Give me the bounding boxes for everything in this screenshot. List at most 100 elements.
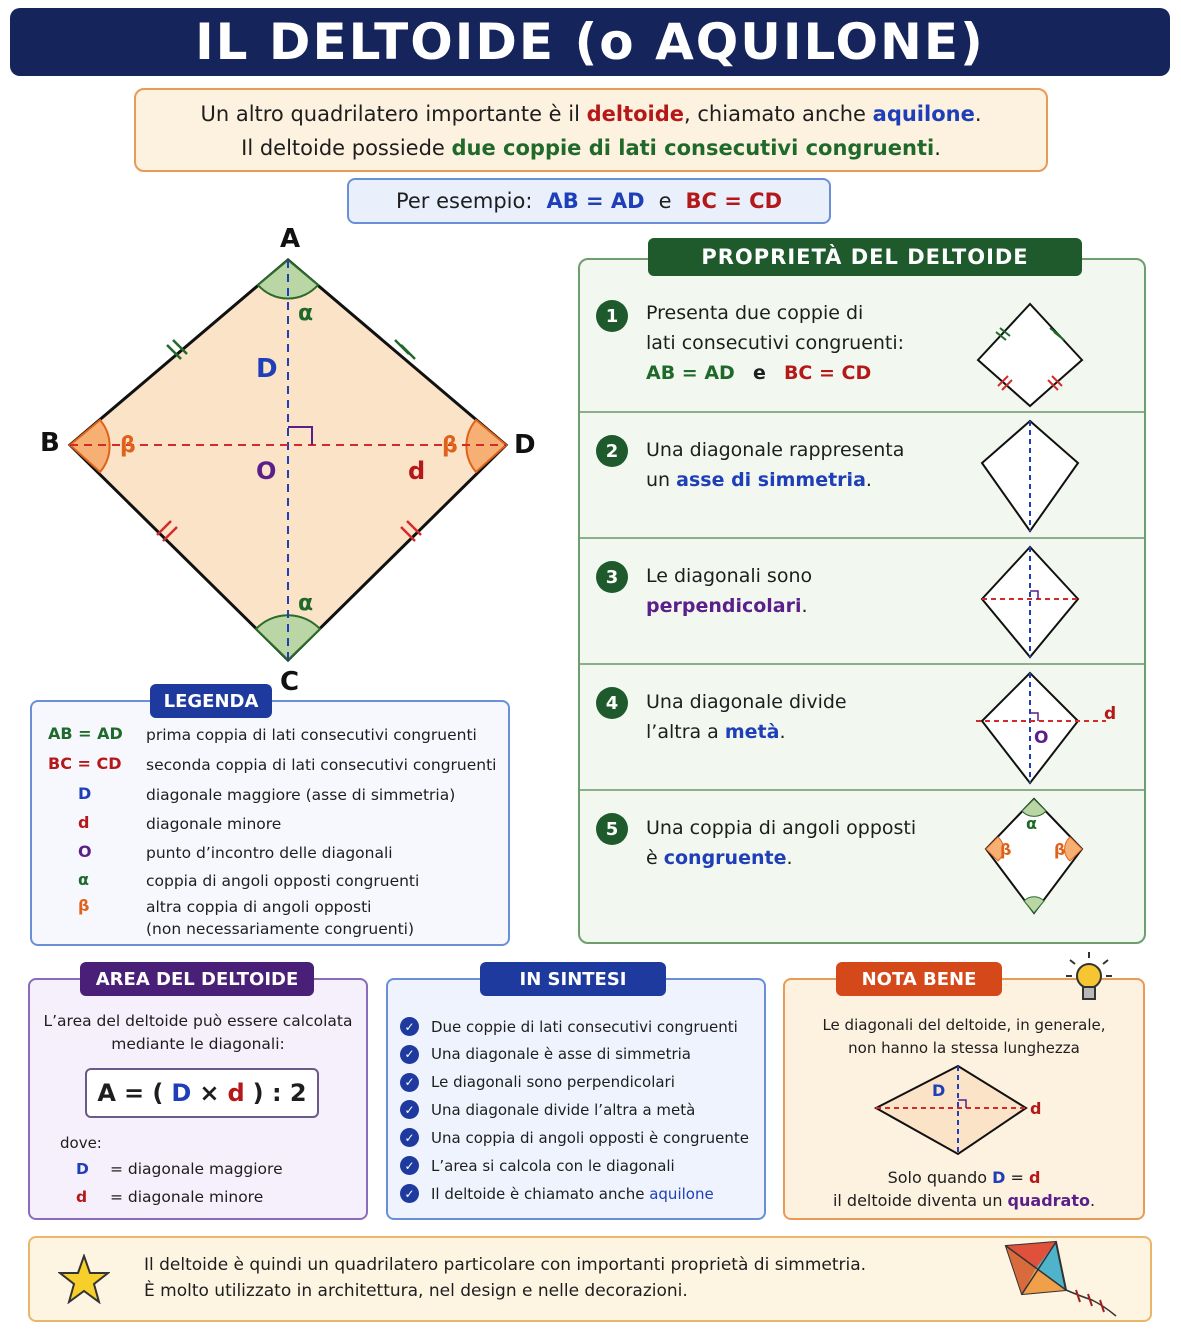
intro-aquilone: aquilone bbox=[872, 102, 975, 126]
property-highlight: perpendicolari bbox=[646, 595, 802, 617]
property-line: l’altra a metà. bbox=[646, 717, 847, 747]
note-figure-minor-label: d bbox=[1030, 1099, 1041, 1118]
legend-desc-line: diagonale minore bbox=[146, 815, 282, 833]
vertex-a-label: A bbox=[280, 225, 300, 254]
property-number: 3 bbox=[596, 561, 628, 593]
property-number: 2 bbox=[596, 435, 628, 467]
example-box: Per esempio: AB = AD e BC = CD bbox=[347, 178, 831, 224]
property-line: Presenta due coppie di bbox=[646, 302, 864, 324]
legend-box bbox=[30, 700, 510, 946]
legend-desc: altra coppia di angoli opposti(non neces… bbox=[146, 896, 414, 940]
area-formula: A = (D × d) : 2 bbox=[85, 1068, 319, 1118]
legend-desc-line: prima coppia di lati consecutivi congrue… bbox=[146, 726, 477, 744]
conclusion-line: È molto utilizzato in architettura, nel … bbox=[144, 1281, 688, 1301]
formula-times: × bbox=[199, 1079, 220, 1107]
summary-box bbox=[386, 978, 766, 1220]
check-icon: ✓ bbox=[400, 1128, 419, 1148]
summary-text-part: Il deltoide è chiamato anche bbox=[431, 1184, 650, 1203]
legend-key: α bbox=[78, 870, 89, 889]
note-text-part: Solo quando bbox=[887, 1168, 993, 1187]
conclusion-line: Il deltoide è quindi un quadrilatero par… bbox=[144, 1255, 867, 1275]
legend-desc-line: punto d’incontro delle diagonali bbox=[146, 844, 393, 862]
summary-item-text: L’area si calcola con le diagonali bbox=[431, 1156, 675, 1175]
summary-item: ✓ Il deltoide è chiamato anche aquilone bbox=[400, 1184, 714, 1203]
property-text-part: un bbox=[646, 469, 677, 491]
kite-icon bbox=[1004, 1240, 1117, 1317]
summary-item: ✓ Due coppie di lati consecutivi congruen… bbox=[400, 1017, 738, 1036]
property-number: 1 bbox=[596, 300, 628, 332]
area-def-major-text: = diagonale maggiore bbox=[110, 1160, 283, 1178]
legend-desc: diagonale maggiore (asse di simmetria) bbox=[146, 784, 455, 806]
legend-desc-line: altra coppia di angoli opposti bbox=[146, 898, 372, 916]
property-text-part: è bbox=[646, 847, 664, 869]
area-def-minor-key: d bbox=[76, 1188, 88, 1206]
legend-desc: prima coppia di lati consecutivi congrue… bbox=[146, 724, 477, 746]
property-line: Una diagonale divide bbox=[646, 691, 847, 713]
conclusion-box bbox=[28, 1236, 1152, 1322]
kite-figure: A B C D D d O α α β β bbox=[40, 225, 536, 695]
note-footer: Solo quando D = d il deltoide diventa un… bbox=[796, 1166, 1132, 1212]
property-line: Le diagonali sono bbox=[646, 565, 813, 587]
intro-text: . bbox=[934, 136, 941, 160]
formula-end: ) : 2 bbox=[252, 1079, 307, 1107]
formula-eq: = ( bbox=[123, 1079, 164, 1107]
area-header: AREA DEL DELTOIDE bbox=[80, 962, 314, 996]
formula-major: D bbox=[171, 1079, 192, 1107]
summary-item-text: Due coppie di lati consecutivi congruent… bbox=[431, 1017, 738, 1036]
properties-header: PROPRIETÀ DEL DELTOIDE bbox=[648, 238, 1082, 276]
property-text-part: . bbox=[786, 847, 793, 869]
summary-item-text: Il deltoide è chiamato anche aquilone bbox=[431, 1185, 714, 1203]
note-header: NOTA BENE bbox=[836, 962, 1002, 996]
summary-item: ✓ Le diagonali sono perpendicolari bbox=[400, 1072, 675, 1092]
legend-key: D bbox=[78, 784, 92, 803]
note-text-part: il deltoide diventa un bbox=[832, 1191, 1008, 1210]
center-o-label: O bbox=[256, 457, 276, 485]
check-icon: ✓ bbox=[400, 1017, 419, 1036]
summary-header: IN SINTESI bbox=[480, 962, 666, 996]
formula-minor: d bbox=[227, 1079, 245, 1107]
intro-text: , chiamato anche bbox=[684, 102, 873, 126]
check-icon: ✓ bbox=[400, 1072, 419, 1092]
area-where: dove: bbox=[60, 1134, 102, 1152]
property-text-part: l’altra a bbox=[646, 721, 725, 743]
property-row-2: 2 Una diagonale rappresenta un asse di s… bbox=[580, 413, 1144, 539]
property-text: Presenta due coppie di lati consecutivi … bbox=[646, 298, 904, 388]
intro-box: Un altro quadrilatero importante è il de… bbox=[134, 88, 1048, 172]
property-eq-bc-cd: BC = CD bbox=[783, 362, 872, 384]
vertex-c-label: C bbox=[280, 667, 299, 695]
conclusion-text: Il deltoide è quindi un quadrilatero par… bbox=[144, 1252, 866, 1304]
note-minor: d bbox=[1028, 1168, 1041, 1187]
summary-item: ✓Una diagonale è asse di simmetria bbox=[400, 1044, 692, 1064]
legend-key: AB = AD bbox=[48, 724, 123, 743]
property-text-part: . bbox=[865, 469, 872, 491]
summary-item-text: Una coppia di angoli opposti è congruent… bbox=[431, 1128, 749, 1147]
property-line: è congruente. bbox=[646, 843, 916, 873]
formula-a: A bbox=[97, 1079, 116, 1107]
vertex-d-label: D bbox=[514, 430, 536, 460]
property-row-5: 5 Una coppia di angoli opposti è congrue… bbox=[580, 791, 1144, 942]
summary-item: ✓Una diagonale divide l’altra a metà bbox=[400, 1100, 695, 1120]
property-5-figure: α β β bbox=[984, 797, 1084, 915]
legend-key: BC = CD bbox=[48, 754, 122, 773]
legend-desc: coppia di angoli opposti congruenti bbox=[146, 870, 419, 892]
property-5-beta-left-label: β bbox=[1000, 840, 1011, 859]
property-line: lati consecutivi congruenti: bbox=[646, 332, 905, 354]
summary-item-text: Le diagonali sono perpendicolari bbox=[431, 1073, 675, 1092]
legend-desc-line: diagonale maggiore (asse di simmetria) bbox=[146, 786, 456, 804]
alpha-label-top: α bbox=[298, 301, 313, 326]
beta-label-left: β bbox=[120, 433, 136, 458]
legend-key: d bbox=[78, 813, 90, 832]
legend-desc-line: seconda coppia di lati consecutivi congr… bbox=[146, 756, 497, 774]
intro-text: Un altro quadrilatero importante è il bbox=[200, 102, 587, 126]
title-bar: IL DELTOIDE (o AQUILONE) bbox=[10, 8, 1170, 76]
summary-item-text: Una diagonale è asse di simmetria bbox=[431, 1045, 692, 1064]
property-text-part: . bbox=[801, 595, 808, 617]
note-footer-line: il deltoide diventa un quadrato. bbox=[796, 1189, 1132, 1212]
note-text: Le diagonali del deltoide, in generale, … bbox=[796, 1014, 1132, 1060]
area-def-major-key: D bbox=[76, 1160, 89, 1178]
beta-label-right: β bbox=[442, 433, 458, 458]
area-def-minor-text: = diagonale minore bbox=[110, 1188, 264, 1206]
property-number: 5 bbox=[596, 813, 628, 845]
example-eq-bc-cd: BC = CD bbox=[685, 189, 783, 213]
property-line: Una diagonale rappresenta bbox=[646, 439, 905, 461]
